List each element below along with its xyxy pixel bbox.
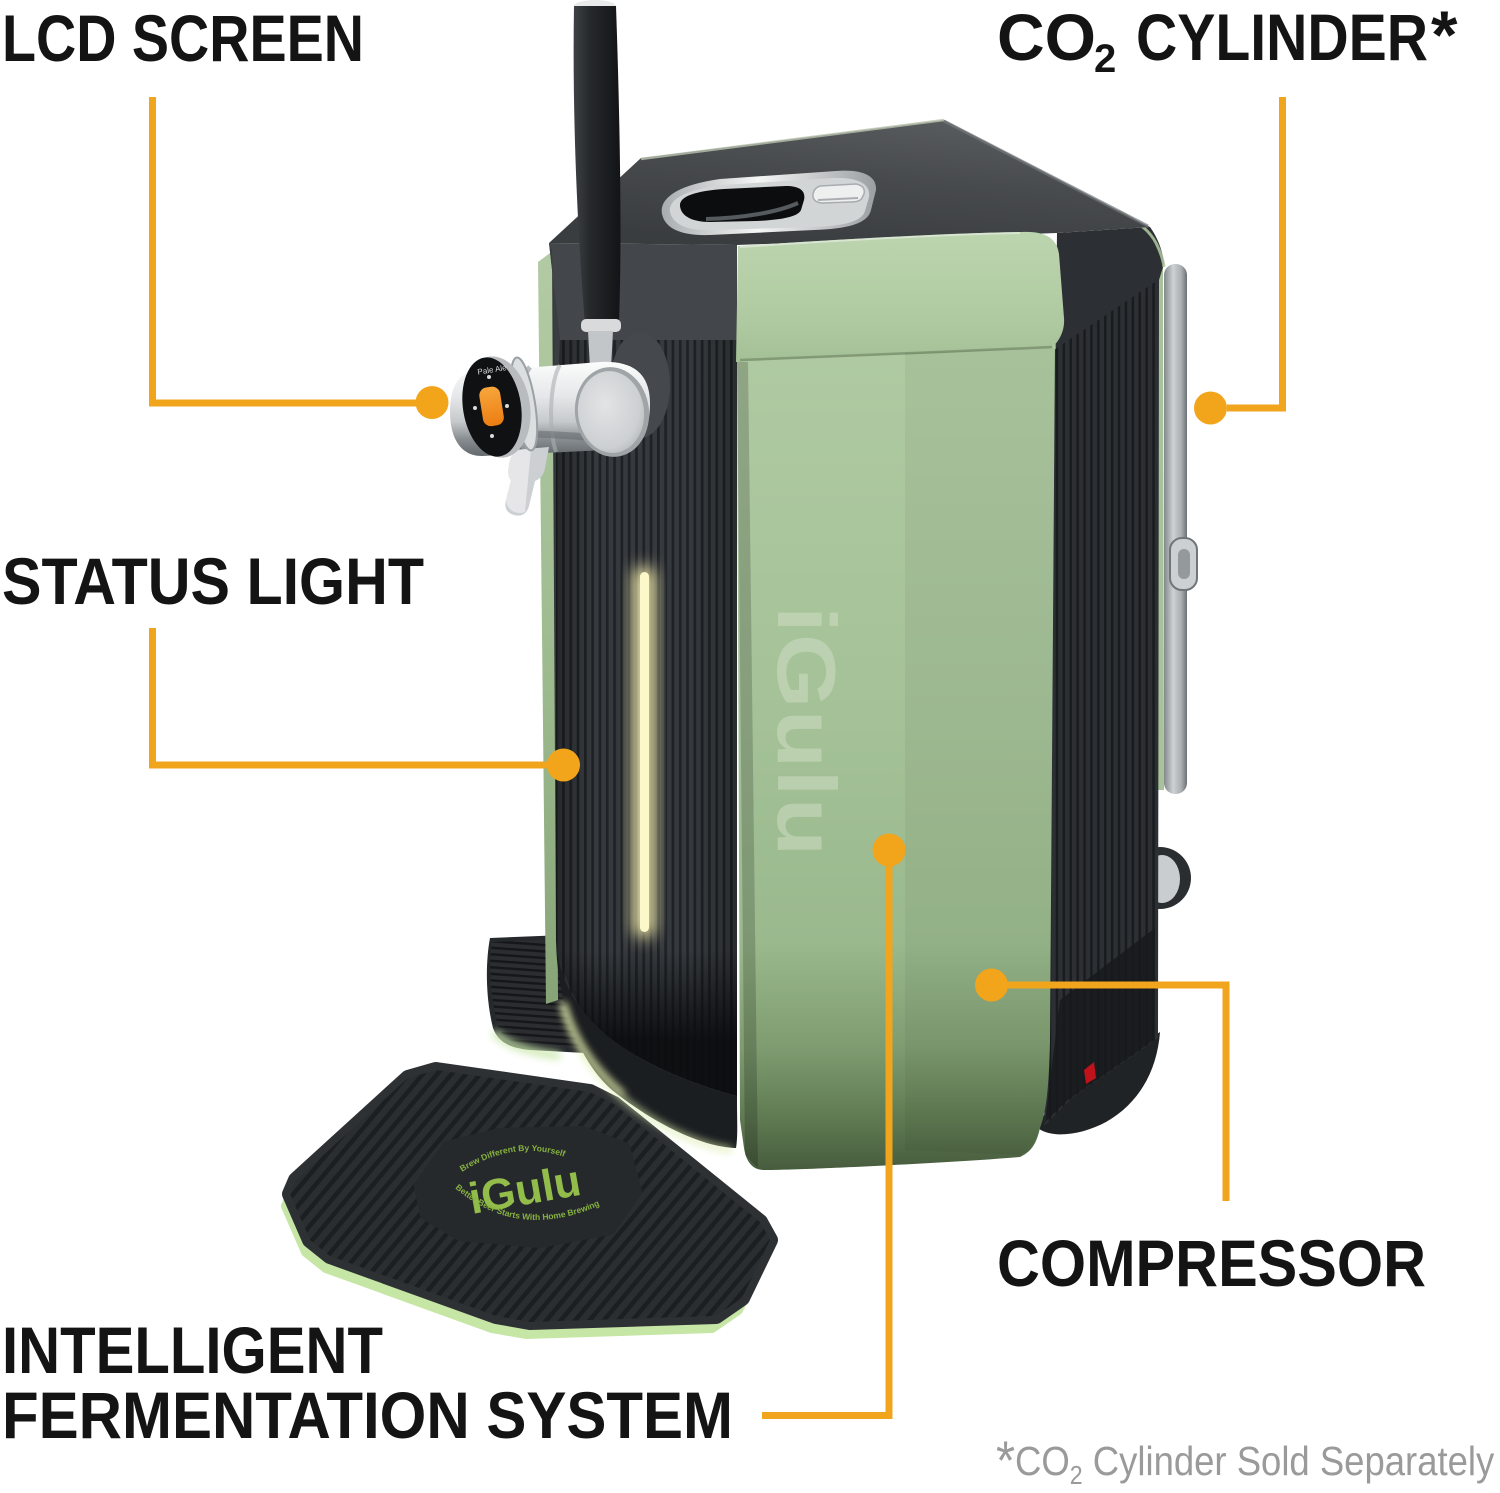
svg-text:CO: CO: [997, 0, 1096, 74]
svg-text:LCD SCREEN: LCD SCREEN: [2, 1, 364, 75]
svg-text:CYLINDER: CYLINDER: [1136, 0, 1428, 74]
svg-text:FERMENTATION SYSTEM: FERMENTATION SYSTEM: [2, 1378, 733, 1452]
svg-text:*: *: [1431, 0, 1458, 73]
svg-text:COMPRESSOR: COMPRESSOR: [997, 1226, 1426, 1300]
svg-text:iGulu: iGulu: [760, 606, 852, 858]
svg-text:2: 2: [1094, 37, 1116, 81]
svg-text:INTELLIGENT: INTELLIGENT: [2, 1313, 383, 1387]
svg-text:STATUS LIGHT: STATUS LIGHT: [2, 544, 424, 618]
svg-text:*CO2 Cylinder Sold Separately: *CO2 Cylinder Sold Separately: [996, 1430, 1495, 1488]
